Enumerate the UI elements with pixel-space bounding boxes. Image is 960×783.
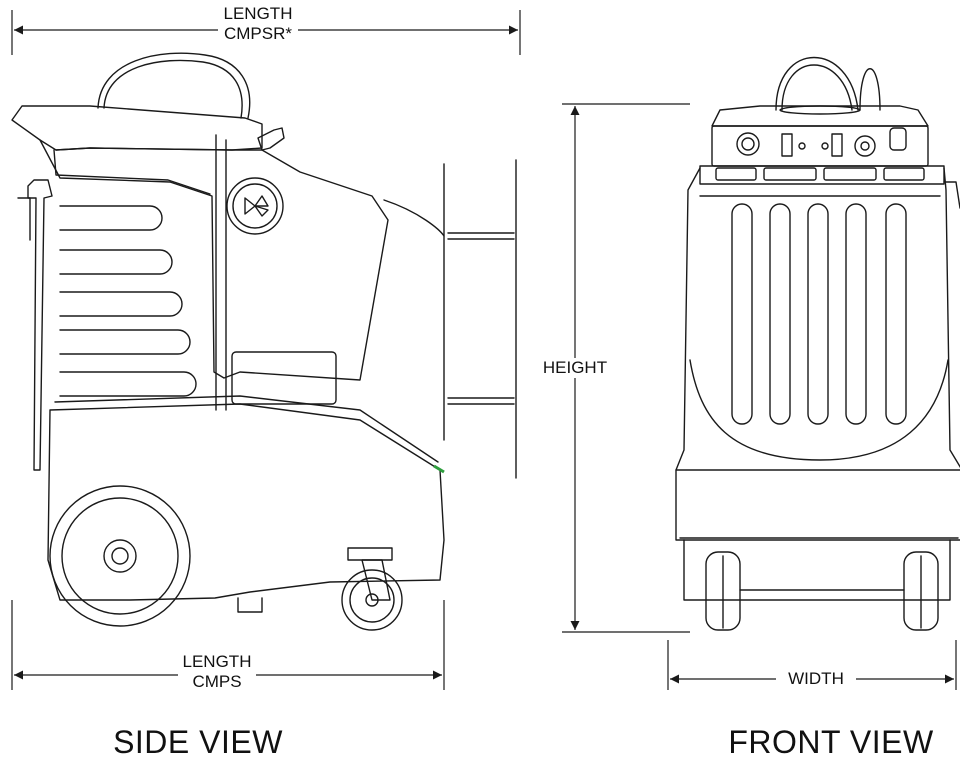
- side-view-title: SIDE VIEW: [113, 724, 283, 760]
- front-wheel-right: [903, 551, 939, 631]
- side-front-bracket: [27, 179, 53, 471]
- front-top-cap: [711, 105, 929, 127]
- side-hose-loop: [97, 52, 251, 119]
- side-accent-stripe: [433, 464, 445, 474]
- side-lower-body: [47, 403, 445, 601]
- height-label: HEIGHT: [532, 358, 618, 378]
- side-rear-wheel: [49, 485, 191, 627]
- front-control-panel: [711, 125, 929, 167]
- front-view-title: FRONT VIEW: [728, 724, 934, 760]
- front-hose-loop-1: [775, 57, 859, 111]
- length-cmpsr-line1: LENGTH: [223, 4, 293, 23]
- length-cmps-line2: CMPS: [192, 671, 242, 691]
- length-cmps-label: LENGTH CMPS: [178, 652, 256, 692]
- side-upper-body: [39, 139, 389, 381]
- front-wheel-left: [705, 551, 741, 631]
- front-controls: [736, 127, 907, 157]
- side-front-caster: [341, 547, 403, 631]
- side-window-panel: [231, 351, 337, 405]
- side-lid: [11, 105, 263, 151]
- dimension-lines: [11, 10, 957, 690]
- length-cmps-line1: LENGTH: [182, 652, 252, 671]
- side-ribs: [59, 205, 197, 397]
- front-view-machine: [675, 57, 960, 631]
- width-label: WIDTH: [776, 669, 856, 689]
- front-hose-loop-2: [859, 68, 881, 111]
- side-reel-frame: [383, 199, 445, 237]
- length-cmpsr-line2: CMPSR*: [223, 23, 292, 43]
- front-body: [675, 167, 960, 541]
- front-chassis: [683, 539, 951, 601]
- side-vent-port: [226, 177, 284, 235]
- side-view-machine: [11, 52, 517, 631]
- length-cmpsr-label: LENGTH CMPSR*: [218, 4, 298, 44]
- front-ribs: [731, 203, 907, 425]
